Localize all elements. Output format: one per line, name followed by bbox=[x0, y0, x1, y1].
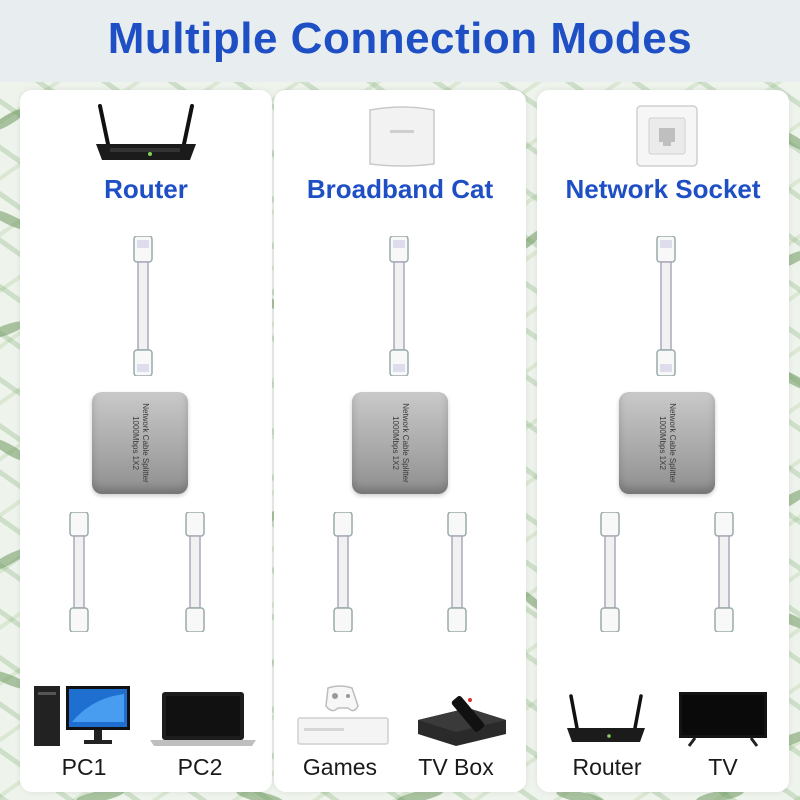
ethernet-cable-icon bbox=[333, 512, 353, 632]
panel-broadband-cat: Broadband Cat Network Cable Splitter 100… bbox=[274, 90, 526, 792]
splitter-label: Network Cable Splitter 1000Mbps 1X2 bbox=[131, 403, 150, 483]
output-label: PC2 bbox=[177, 754, 223, 780]
ethernet-cable-icon bbox=[714, 512, 734, 632]
tv-box-icon bbox=[418, 696, 506, 746]
panel-router: Router Network Cable Splitter 1000Mbps 1… bbox=[20, 90, 272, 792]
ethernet-cable-icon bbox=[600, 512, 620, 632]
panel-title: Router bbox=[104, 174, 188, 204]
output-label: PC1 bbox=[61, 754, 107, 780]
tv-icon bbox=[679, 692, 767, 747]
output-label: TV bbox=[708, 754, 738, 780]
router-icon bbox=[96, 104, 196, 160]
wall-socket-icon bbox=[636, 105, 698, 167]
output-label: TV Box bbox=[418, 754, 494, 780]
ethernet-cable-icon bbox=[133, 236, 153, 376]
desktop-pc-icon bbox=[34, 686, 130, 746]
title-band bbox=[0, 0, 800, 82]
router-icon bbox=[567, 694, 645, 742]
network-splitter: Network Cable Splitter 1000Mbps 1X2 bbox=[619, 392, 715, 494]
ethernet-cable-icon bbox=[69, 512, 89, 632]
network-splitter: Network Cable Splitter 1000Mbps 1X2 bbox=[352, 392, 448, 494]
output-label: Router bbox=[572, 754, 642, 780]
splitter-label: Network Cable Splitter 1000Mbps 1X2 bbox=[391, 403, 410, 483]
ethernet-cable-icon bbox=[656, 236, 676, 376]
network-splitter: Network Cable Splitter 1000Mbps 1X2 bbox=[92, 392, 188, 494]
output-label: Games bbox=[302, 754, 378, 780]
panel-title: Broadband Cat bbox=[306, 174, 494, 204]
broadband-modem-icon bbox=[369, 106, 435, 167]
splitter-label: Network Cable Splitter 1000Mbps 1X2 bbox=[658, 403, 677, 483]
game-console-icon bbox=[297, 685, 389, 745]
ethernet-cable-icon bbox=[185, 512, 205, 632]
panel-network-socket: Network Socket Network Cable Splitter 10… bbox=[537, 90, 789, 792]
laptop-icon bbox=[150, 692, 256, 746]
page-title: Multiple Connection Modes bbox=[107, 14, 693, 63]
panel-title: Network Socket bbox=[565, 174, 761, 204]
ethernet-cable-icon bbox=[389, 236, 409, 376]
ethernet-cable-icon bbox=[447, 512, 467, 632]
